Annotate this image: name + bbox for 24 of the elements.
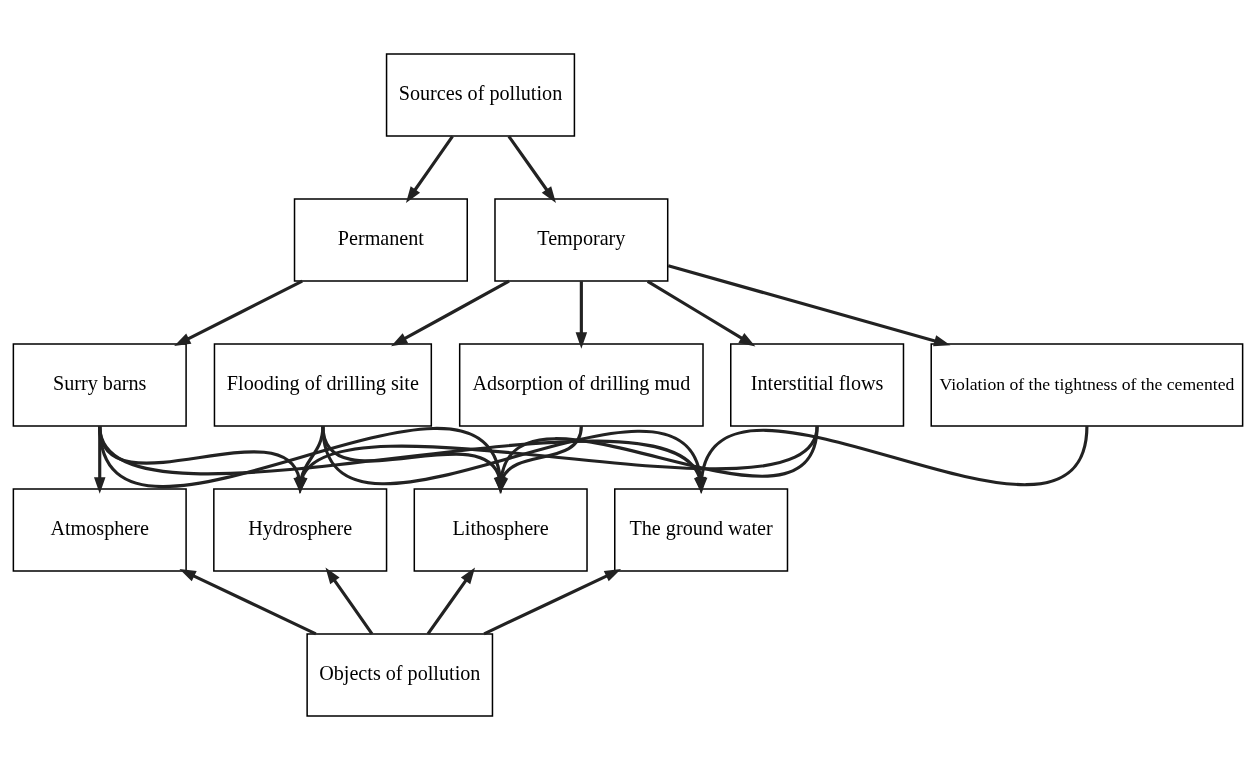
node-box: Surry barns [12,342,187,427]
arrow [426,566,476,635]
arrow [325,566,374,635]
arrow [667,263,951,346]
arrow [405,134,454,203]
node-box: Permanent [293,197,468,282]
arrow [646,279,756,346]
node-box: Sources of pollution [385,52,576,137]
node-box: Flooding of drilling site [213,342,433,427]
arrow [174,279,303,346]
node-box: Lithosphere [413,487,588,572]
node-box: Interstitial flows [730,342,905,427]
arrow [179,568,317,635]
arrow [575,280,588,349]
node-box: Atmosphere [12,487,187,572]
node-box: The ground water [614,487,789,572]
arrow [391,279,510,346]
arrow [483,568,622,635]
node-box: Hydrosphere [213,487,388,572]
arrow [507,134,556,203]
node-box: Adsorption of drilling mud [458,342,704,427]
node-box: Objects of pollution [306,632,494,717]
node-box: Violation of the tightness of the cemented [930,342,1244,427]
node-box: Temporary [494,197,669,282]
